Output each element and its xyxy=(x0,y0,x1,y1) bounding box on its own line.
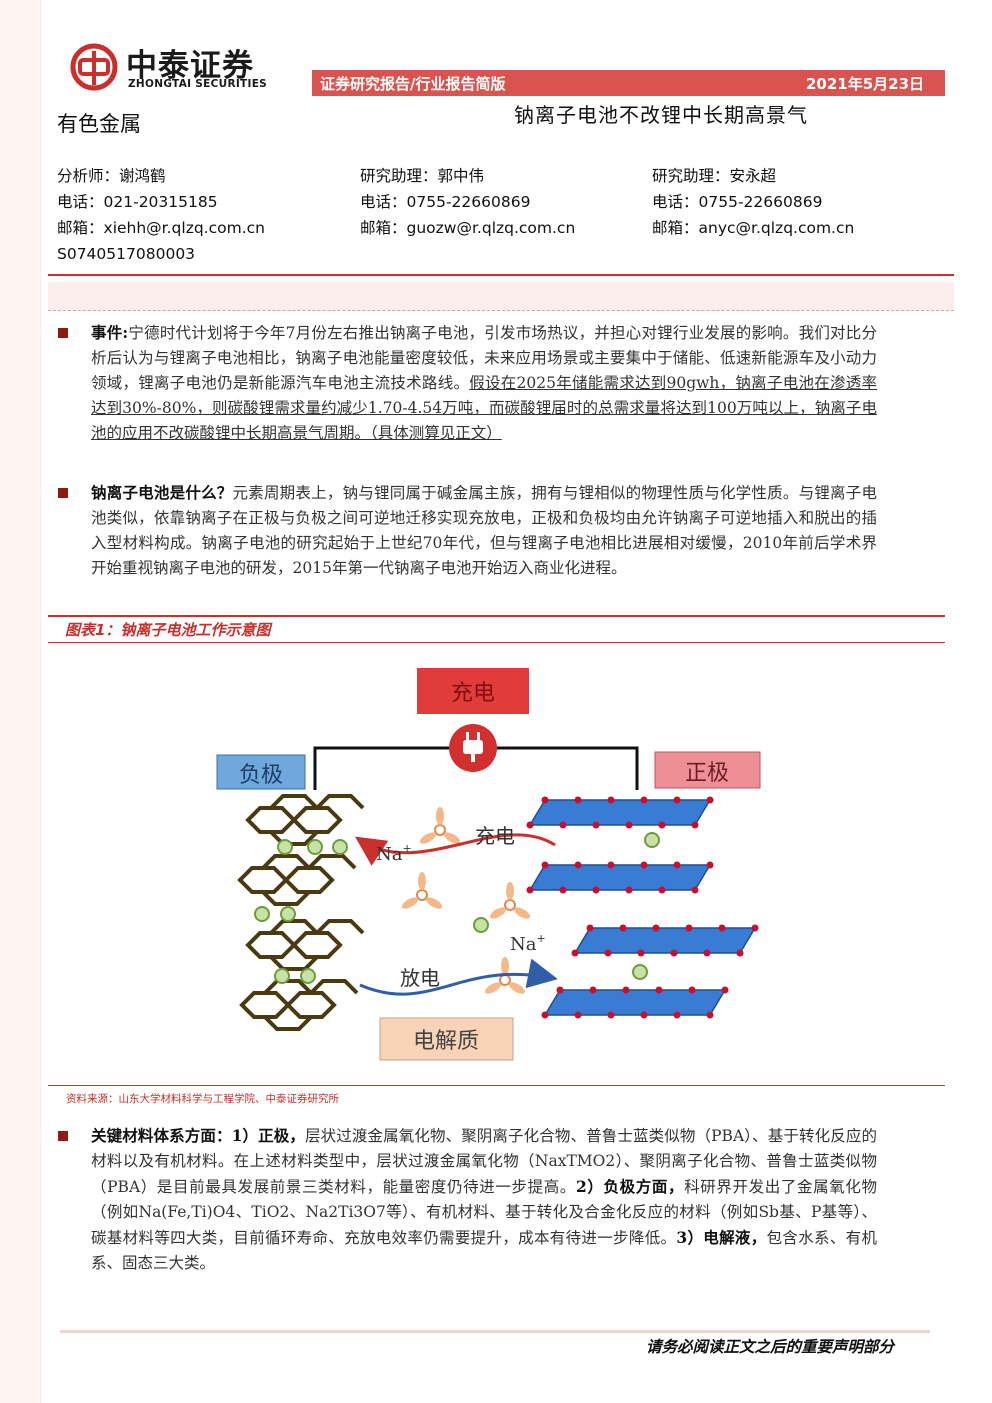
author-name: 郭中伟 xyxy=(437,167,485,185)
author-block-3: 研究助理：安永超 电话：0755-22660869 邮箱：anyc@r.qlzq… xyxy=(652,163,854,241)
author-tel: 0755-22660869 xyxy=(698,193,823,211)
sub-heading: 2）负极方面， xyxy=(576,1177,685,1196)
anode-label: 负极 xyxy=(239,763,283,788)
oxide-layer xyxy=(526,796,714,829)
tel-label: 电话： xyxy=(360,193,407,211)
figure-title: 图表1：钠离子电池工作示意图 xyxy=(65,621,271,639)
section-heading: 钠离子电池是什么？ xyxy=(91,483,233,502)
report-date: 2021年5月23日 xyxy=(806,75,925,93)
author-block-1: 分析师：谢鸿鹤 电话：021-20315185 邮箱：xiehh@r.qlzq.… xyxy=(57,163,265,267)
ion-label-2: Na+ xyxy=(510,932,546,955)
figure-rule-top xyxy=(48,615,945,617)
section-text: 元素周期表上，钠与锂同属于碱金属主族，拥有与锂相似的物理性质与化学性质。与锂离子… xyxy=(91,484,877,577)
graphite-layer xyxy=(245,919,365,971)
section-text: 宁德时代计划将于今年7月份左右推出钠离子电池，引发市场热议，并担心对锂行业发展的… xyxy=(91,324,877,392)
section-event: 事件:宁德时代计划将于今年7月份左右推出钠离子电池，引发市场热议，并担心对锂行业… xyxy=(91,320,877,446)
section-text: 层状过渡金属氧化物、聚阴离子化合物、普鲁士蓝类似物（PBA）、基于转化反应的材料… xyxy=(91,1127,877,1196)
discharge-arrow xyxy=(359,958,558,996)
figure-rule-bottom xyxy=(48,1085,945,1086)
bullet-icon xyxy=(58,1131,68,1141)
charge-arrow-label: 充电 xyxy=(475,824,515,848)
oxide-layer xyxy=(526,861,714,894)
plug-icon xyxy=(449,724,497,772)
charge-arrow xyxy=(355,833,556,866)
footer-disclaimer: 请务必阅读正文之后的重要声明部分 xyxy=(646,1338,895,1356)
figure-source: 资料来源：山东大学材料科学与工程学院、中泰证券研究所 xyxy=(66,1093,339,1105)
brand-name-en: ZHONGTAI SECURITIES xyxy=(128,78,268,90)
section-underlined-text: 假设在2025年储能需求达到90gwh，钠离子电池在渗透率达到30%-80%，则… xyxy=(91,374,877,442)
page-margin-strip xyxy=(0,0,42,1403)
section-heading: 关键材料体系方面： xyxy=(91,1126,232,1145)
email-label: 邮箱： xyxy=(57,219,104,237)
section-materials: 关键材料体系方面：1）正极，层状过渡金属氧化物、聚阴离子化合物、普鲁士蓝类似物（… xyxy=(91,1123,877,1276)
author-name: 安永超 xyxy=(729,167,777,185)
electrolyte-label: 电解质 xyxy=(413,1029,479,1054)
cathode-box xyxy=(654,751,761,789)
author-tel: 0755-22660869 xyxy=(406,193,531,211)
email-label: 邮箱： xyxy=(652,219,699,237)
graphite-layer xyxy=(237,854,357,906)
page-title: 钠离子电池不改锂中长期高景气 xyxy=(514,103,808,127)
bullet-icon xyxy=(58,328,68,338)
tel-label: 电话： xyxy=(57,193,104,211)
sodium-ions xyxy=(254,832,660,984)
electrolyte-solvent xyxy=(401,807,531,994)
tel-label: 电话： xyxy=(652,193,699,211)
brand-logo-icon xyxy=(70,43,118,91)
oxide-layer xyxy=(541,986,729,1019)
figure-rule-mid xyxy=(48,642,945,643)
author-cert: S0740517080003 xyxy=(57,245,196,263)
author-role: 研究助理： xyxy=(360,167,438,185)
divider xyxy=(48,274,954,276)
sub-heading: 3）电解液， xyxy=(676,1228,767,1247)
author-email: anyc@r.qlzq.com.cn xyxy=(698,219,855,237)
author-name: 谢鸿鹤 xyxy=(119,167,166,185)
electrolyte-box xyxy=(379,1017,514,1061)
section-text: 科研界开发出了金属氧化物（例如Na(Fe,Ti)O4、TiO2、Na2Ti3O7… xyxy=(91,1178,877,1247)
sub-heading: 1）正极， xyxy=(231,1126,305,1145)
footer-rule xyxy=(60,1330,930,1333)
header-bar xyxy=(312,70,945,96)
author-block-2: 研究助理：郭中伟 电话：0755-22660869 邮箱：guozw@r.qlz… xyxy=(360,163,575,241)
anode-box xyxy=(216,754,306,790)
cathode-label: 正极 xyxy=(685,761,729,786)
author-role: 分析师： xyxy=(57,167,120,185)
author-role: 研究助理： xyxy=(652,167,730,185)
oxide-layer xyxy=(571,924,759,957)
graphite-layer xyxy=(245,794,365,846)
bullet-icon xyxy=(58,488,68,498)
report-type: 证券研究报告/行业报告简版 xyxy=(320,75,506,93)
author-tel: 021-20315185 xyxy=(103,193,218,211)
charger-box xyxy=(417,668,529,714)
graphite-layer xyxy=(239,979,359,1031)
ion-label-1: Na+ xyxy=(376,842,412,865)
cathode-oxide-layers xyxy=(526,796,759,1019)
author-email: guozw@r.qlzq.com.cn xyxy=(406,219,576,237)
battery-diagram: 充电 负极 正极 xyxy=(216,668,761,1061)
brand-name-cn: 中泰证券 xyxy=(126,48,254,84)
section-heading: 事件: xyxy=(91,323,129,342)
discharge-arrow-label: 放电 xyxy=(400,966,440,990)
dashed-band xyxy=(48,282,954,311)
charger-label: 充电 xyxy=(451,681,495,706)
email-label: 邮箱： xyxy=(360,219,407,237)
author-email: xiehh@r.qlzq.com.cn xyxy=(103,219,265,237)
section-text: 包含水系、有机系、固态三大类。 xyxy=(91,1229,877,1272)
section-what-is: 钠离子电池是什么？元素周期表上，钠与锂同属于碱金属主族，拥有与锂相似的物理性质与… xyxy=(91,480,877,581)
industry-label: 有色金属 xyxy=(57,112,141,136)
anode-graphite-layers xyxy=(237,794,365,1031)
